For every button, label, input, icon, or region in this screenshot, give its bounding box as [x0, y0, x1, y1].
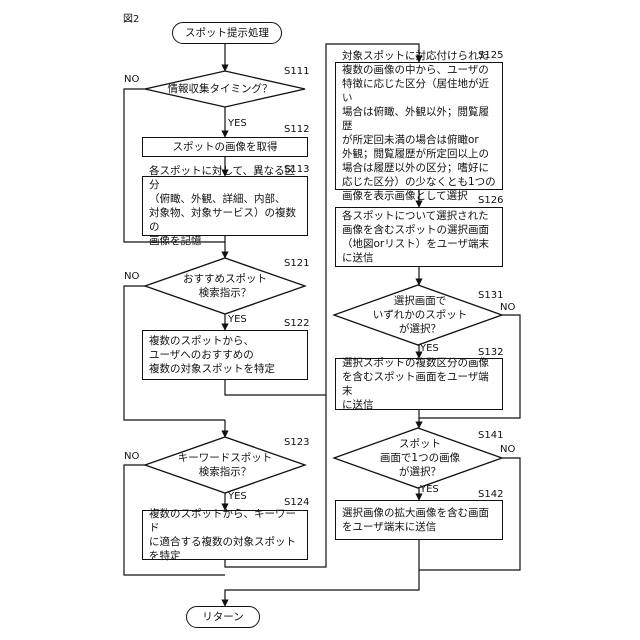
step-id-s111: S111	[284, 66, 309, 78]
process-s132: 選択スポットの複数区分の画像 を含むスポット画面をユーザ端末 に送信	[335, 358, 503, 410]
figure-label: 図2	[123, 10, 139, 25]
step-id-s122: S122	[284, 318, 309, 330]
edge-s122-to-merge	[225, 380, 326, 395]
step-id-s141: S141	[478, 430, 503, 442]
label-no-s123: NO	[124, 451, 139, 463]
process-s126: 各スポットについて選択された 画像を含むスポットの選択画面 （地図orリスト）を…	[335, 207, 503, 267]
label-yes-s141: YES	[420, 484, 439, 496]
step-id-s142: S142	[478, 489, 503, 501]
decision-s111-text: 情報収集タイミング？	[155, 81, 285, 97]
step-id-s126: S126	[478, 195, 503, 207]
process-s125: 対象スポットに対応付けられた 複数の画像の中から、ユーザの 特徴に応じた区分（居…	[335, 62, 503, 190]
decision-s131-text: 選択画面で いずれかのスポット が選択？	[360, 293, 480, 337]
label-no-s111: NO	[124, 74, 139, 86]
process-s112: スポットの画像を取得	[142, 137, 308, 157]
step-id-s121: S121	[284, 258, 309, 270]
step-id-s125: S125	[478, 50, 503, 62]
label-yes-s111: YES	[228, 118, 247, 130]
label-yes-s123: YES	[228, 491, 247, 503]
label-no-s141: NO	[500, 444, 515, 456]
step-id-s113: S113	[284, 164, 309, 176]
step-id-s112: S112	[284, 124, 309, 136]
label-yes-s121: YES	[228, 314, 247, 326]
decision-s123-text: キーワードスポット 検索指示？	[170, 450, 280, 480]
end-terminal: リターン	[186, 606, 260, 628]
step-id-s123: S123	[284, 437, 309, 449]
label-yes-s131: YES	[420, 343, 439, 355]
label-no-s121: NO	[124, 271, 139, 283]
decision-s141-text: スポット 画面で1つの画像 が選択？	[360, 436, 480, 480]
process-s122: 複数のスポットから、 ユーザへのおすすめの 複数の対象スポットを特定	[142, 330, 308, 380]
process-s124: 複数のスポットから、キーワード に適合する複数の対象スポット を特定	[142, 510, 308, 560]
decision-s121-text: おすすめスポット 検索指示？	[170, 271, 280, 301]
step-id-s132: S132	[478, 347, 503, 359]
step-id-s131: S131	[478, 290, 503, 302]
step-id-s124: S124	[284, 497, 309, 509]
process-s142: 選択画像の拡大画像を含む画面 をユーザ端末に送信	[335, 500, 503, 540]
start-terminal: スポット提示処理	[172, 22, 282, 44]
process-s113: 各スポットに対して、異なる区分 （俯瞰、外観、詳細、内部、 対象物、対象サービス…	[142, 176, 308, 236]
label-no-s131: NO	[500, 302, 515, 314]
